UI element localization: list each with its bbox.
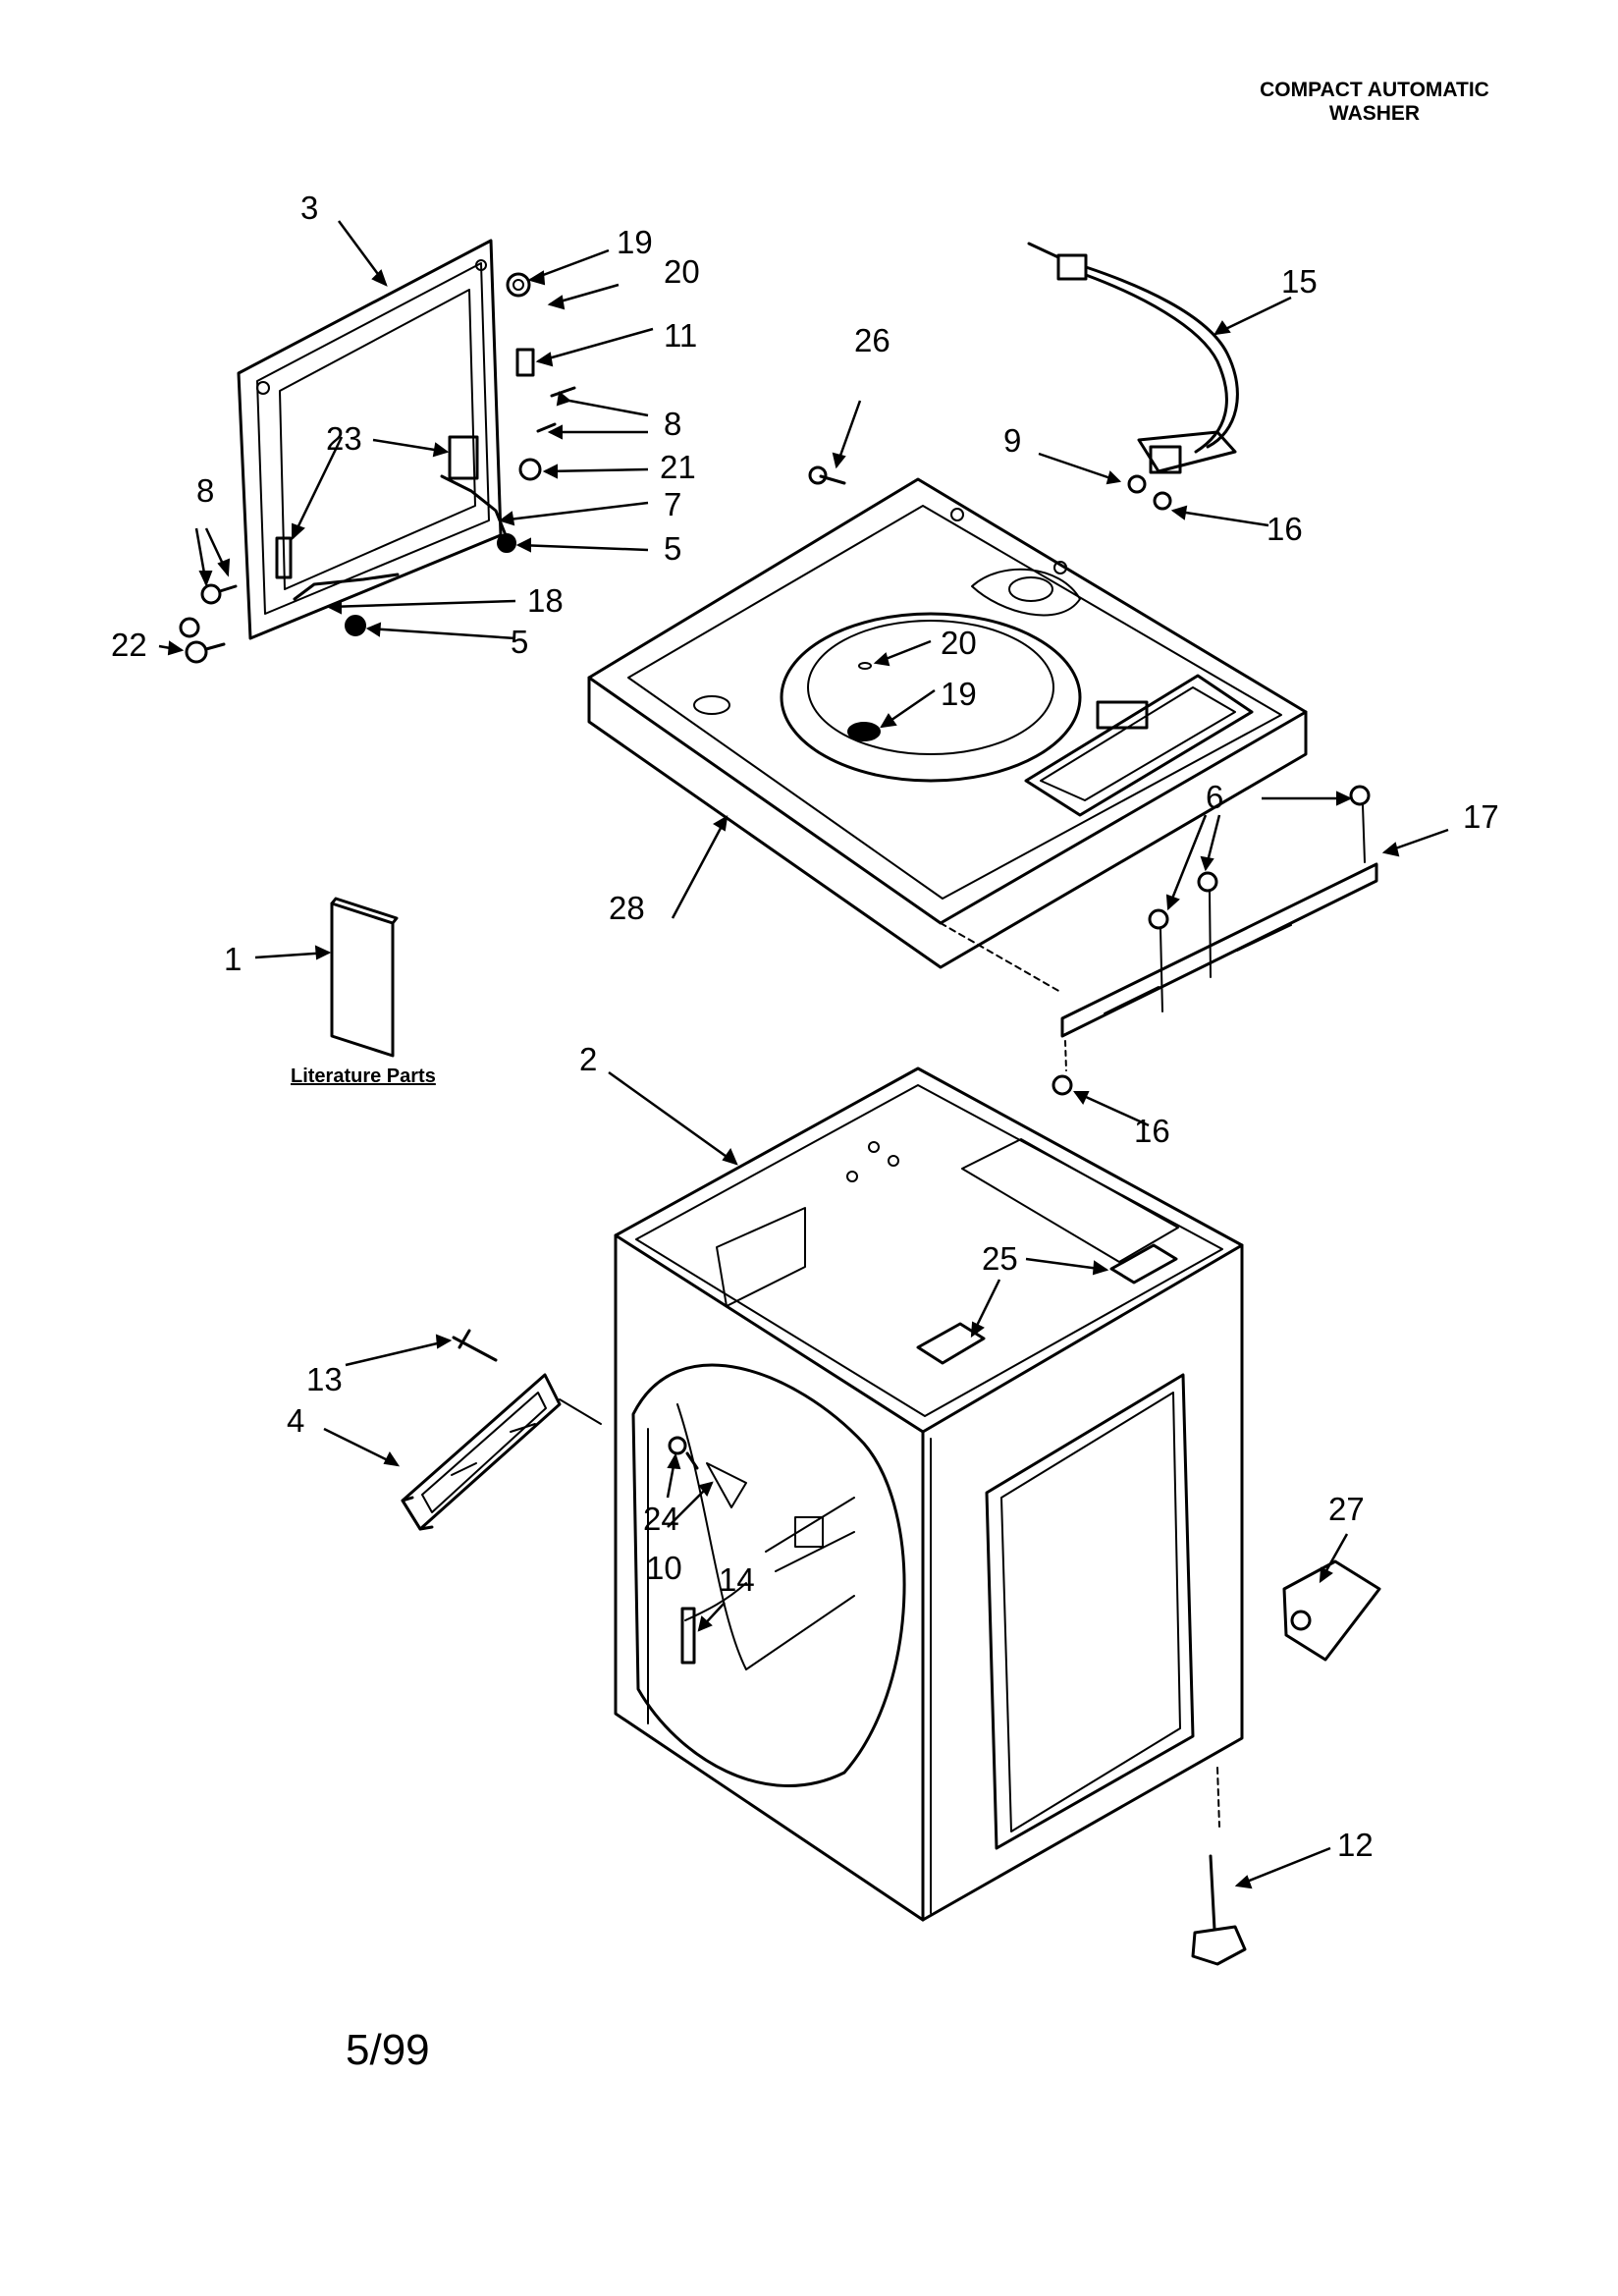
- callout-25: 25: [982, 1240, 1018, 1277]
- cover-bracket: [1052, 785, 1378, 1096]
- callout-4: 4: [287, 1402, 305, 1439]
- diagram-title: COMPACT AUTOMATIC WASHER: [1217, 79, 1532, 126]
- callout-9: 9: [1003, 422, 1022, 459]
- callout-1: 1: [224, 941, 243, 977]
- callout-16-top: 16: [1267, 511, 1303, 547]
- callout-20-cover: 20: [941, 625, 977, 661]
- access-panel: [401, 1329, 602, 1531]
- callout-26: 26: [854, 322, 890, 358]
- title-line-2: WASHER: [1328, 102, 1421, 125]
- callout-16-bottom: 16: [1134, 1113, 1170, 1149]
- callout-5-top: 5: [664, 530, 682, 567]
- callout-7: 7: [664, 486, 682, 522]
- callout-28: 28: [609, 890, 645, 926]
- title-line-1: COMPACT AUTOMATIC: [1260, 79, 1489, 101]
- callout-8-left: 8: [196, 472, 215, 509]
- cabinet: [614, 1066, 1247, 1966]
- callout-2: 2: [579, 1041, 598, 1077]
- callout-11: 11: [664, 317, 698, 354]
- callout-12: 12: [1337, 1827, 1374, 1863]
- callout-20: 20: [664, 253, 700, 290]
- callout-10: 10: [646, 1550, 682, 1586]
- callout-13: 13: [306, 1361, 343, 1397]
- callout-arrowheads: [167, 269, 1400, 1889]
- mounting-bracket-27: [1282, 1559, 1381, 1662]
- callout-5-bottom: 5: [511, 624, 529, 660]
- callout-18: 18: [527, 582, 564, 619]
- screw-26-head: [808, 465, 828, 485]
- callout-22: 22: [111, 627, 147, 663]
- callout-6: 6: [1206, 779, 1224, 815]
- callout-23: 23: [326, 420, 362, 457]
- callout-21: 21: [660, 449, 696, 485]
- callout-19-cover: 19: [941, 676, 977, 712]
- callout-8-right: 8: [664, 406, 682, 442]
- callout-17: 17: [1463, 798, 1499, 835]
- callout-19: 19: [617, 224, 653, 260]
- callout-leaders: [158, 220, 1449, 1887]
- lid-switch-harness: [1027, 242, 1239, 511]
- literature-parts-label: Literature Parts: [291, 1066, 436, 1087]
- date-code: 5/99: [346, 2026, 430, 2074]
- callout-3: 3: [300, 190, 319, 226]
- callout-14: 14: [719, 1561, 755, 1598]
- lid-assembly: [237, 239, 576, 640]
- literature-booklet: [330, 897, 399, 1058]
- lid-screws: [179, 583, 238, 664]
- callout-24: 24: [643, 1501, 679, 1537]
- top-cover: [587, 477, 1308, 969]
- callout-15: 15: [1281, 263, 1318, 300]
- callout-27: 27: [1328, 1491, 1365, 1527]
